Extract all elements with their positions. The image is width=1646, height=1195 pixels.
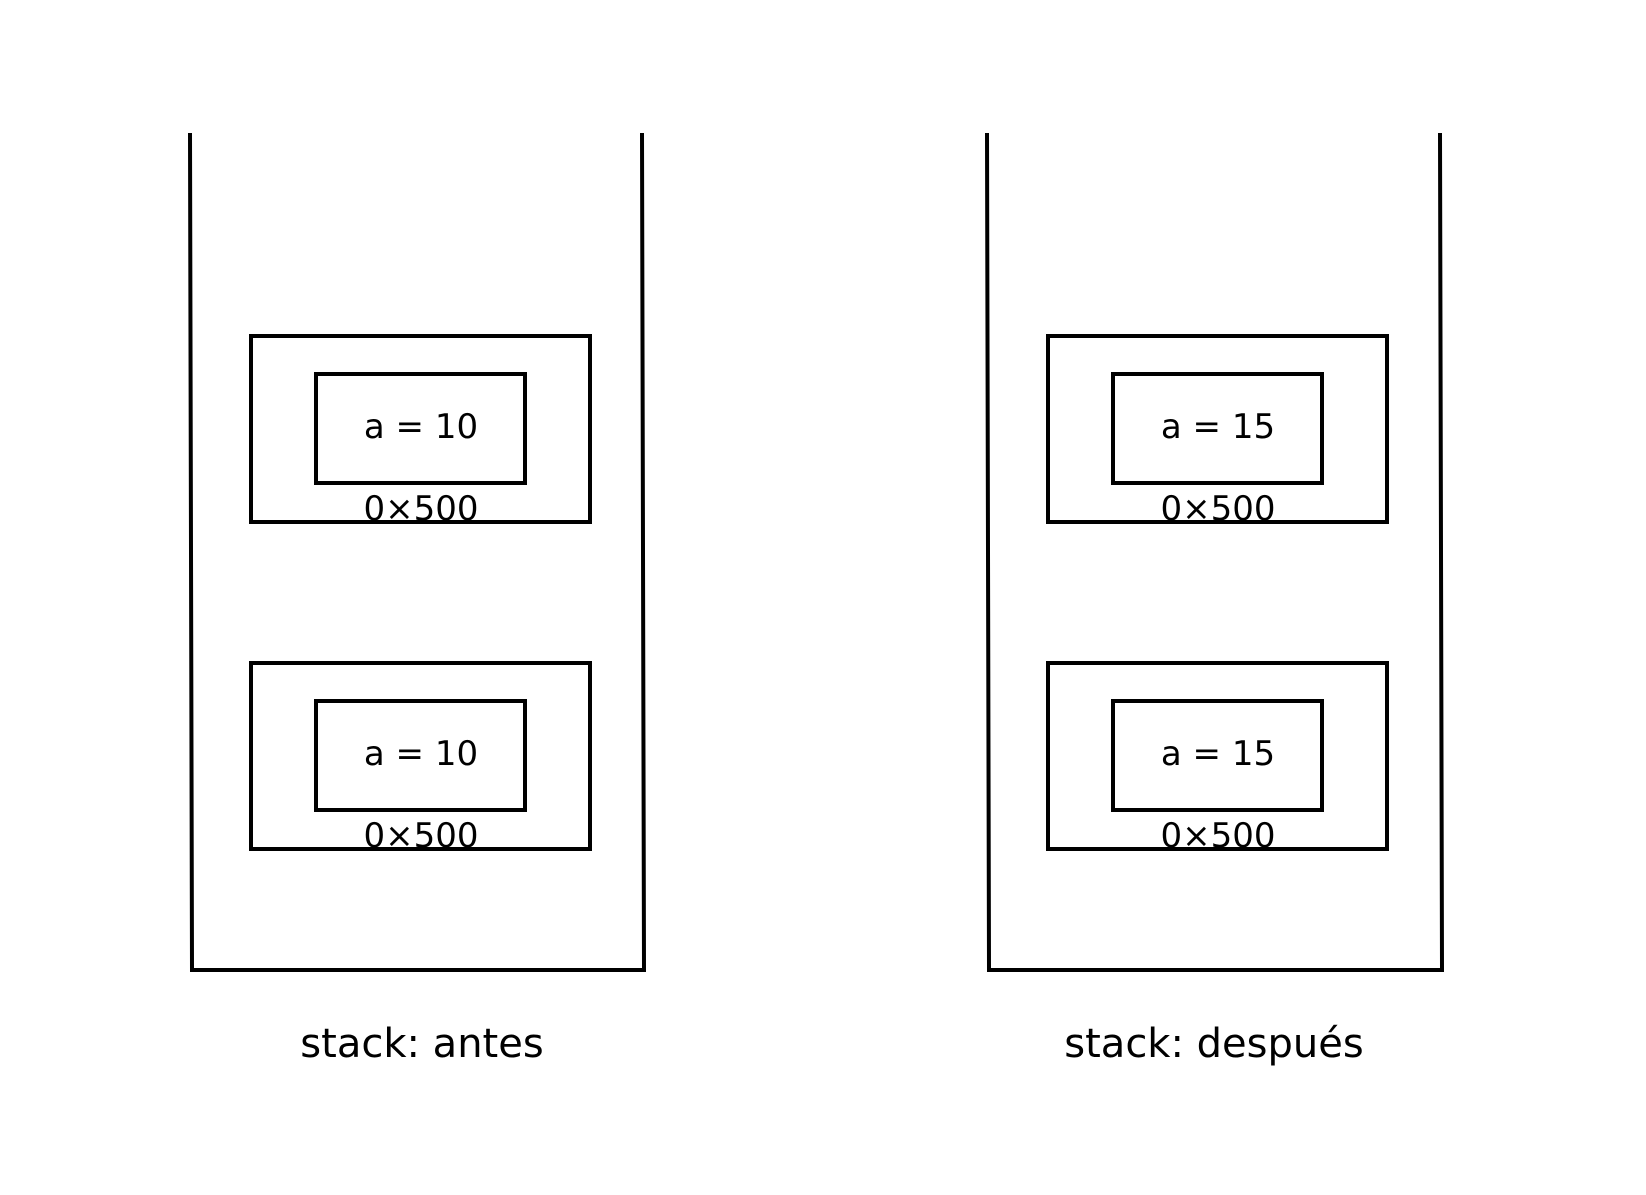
- variable-box: [314, 372, 527, 485]
- memory-address: 0×500: [1160, 816, 1275, 856]
- stack-before: a = 10 0×500 a = 10 0×500 stack: antes: [188, 132, 647, 1067]
- stack-container-before: [188, 132, 647, 972]
- variable-box: [1111, 699, 1324, 812]
- stack-after: a = 15 0×500 a = 15 0×500 stack: después: [985, 132, 1445, 1067]
- memory-address: 0×500: [363, 489, 478, 529]
- frame-outer: [249, 661, 592, 851]
- stack-caption: stack: antes: [300, 1021, 543, 1067]
- memory-address: 0×500: [1160, 489, 1275, 529]
- variable-value: a = 15: [1161, 407, 1275, 447]
- frame-outer: [1046, 661, 1389, 851]
- stack-container-after: [985, 132, 1445, 972]
- frame-outer: [1046, 334, 1389, 524]
- variable-box: [314, 699, 527, 812]
- memory-address: 0×500: [363, 816, 478, 856]
- variable-box: [1111, 372, 1324, 485]
- variable-value: a = 10: [364, 734, 478, 774]
- frame-outer: [249, 334, 592, 524]
- variable-value: a = 10: [364, 407, 478, 447]
- stack-caption: stack: después: [1064, 1021, 1363, 1067]
- variable-value: a = 15: [1161, 734, 1275, 774]
